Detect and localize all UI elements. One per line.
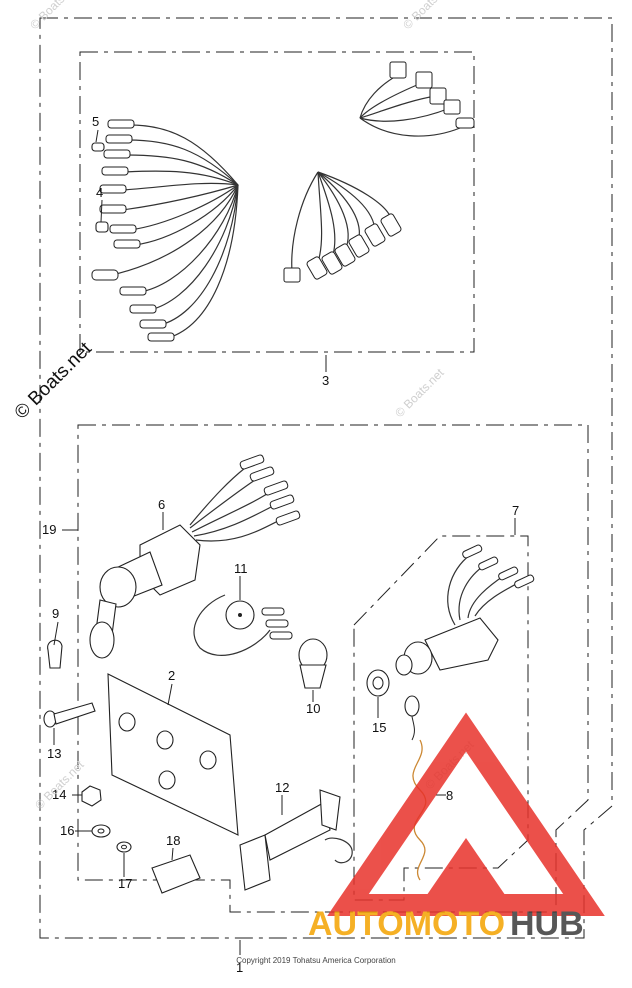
copyright-text: Copyright 2019 Tohatsu America Corporati… [236,956,396,965]
callout-1: 1 [236,960,243,975]
part-15-nut [366,669,390,697]
logo-text-hub: HUB [510,905,584,943]
watermark-faint-mid-right: © Boats.net [392,365,447,420]
callout-14: 14 [52,787,66,802]
callout-6: 6 [158,497,165,512]
callout-13: 13 [47,746,61,761]
watermark-faint-top-right: © Boats.net [400,0,455,32]
callout-15-16: 16 [60,823,74,838]
callout-11: 11 [234,561,248,576]
part-7-stop-switch [395,544,535,676]
part-18-connector [151,854,201,894]
part-5-terminal [91,142,105,152]
part-16-washer [91,824,111,838]
assembly-19-outline [77,424,589,913]
part-6-key-switch [89,454,301,659]
watermark-faint-top-left: © Boats.net [27,0,82,32]
callout-18: 18 [166,833,180,848]
callout-17: 17 [118,876,132,891]
callout-7: 7 [512,503,519,518]
main-harness [91,61,475,342]
part-14-nut [81,785,102,807]
part-10-clip [298,638,328,689]
callout-8: 8 [446,788,453,803]
callout-9: 9 [52,606,59,621]
part-11-connector [193,594,293,656]
callout-15: 15 [372,720,386,735]
callout-12: 12 [275,780,289,795]
logo-text-automoto: AUTOMOTO [308,905,505,943]
part-2-plate [107,673,239,836]
harness-3-box [79,51,475,353]
leader-lines [53,129,516,955]
callout-labels: 1 2 3 4 5 6 7 8 9 10 11 12 13 14 16 17 1… [42,114,519,975]
callout-2: 2 [168,668,175,683]
part-4-cap [95,221,109,233]
assembly-1-outline [39,17,613,939]
part-17-washer [116,841,132,853]
callout-5: 5 [92,114,99,129]
watermark-brand: © Boats.net [11,338,97,424]
part-13-bolt [43,702,96,728]
callout-19: 19 [42,522,56,537]
automotohub-logo: AUTOMOTO HUB [308,712,605,943]
part-12-bracket [239,789,353,891]
callout-4: 4 [96,185,103,200]
callout-3: 3 [322,373,329,388]
callout-10: 10 [306,701,320,716]
part-9-clip [47,639,63,669]
